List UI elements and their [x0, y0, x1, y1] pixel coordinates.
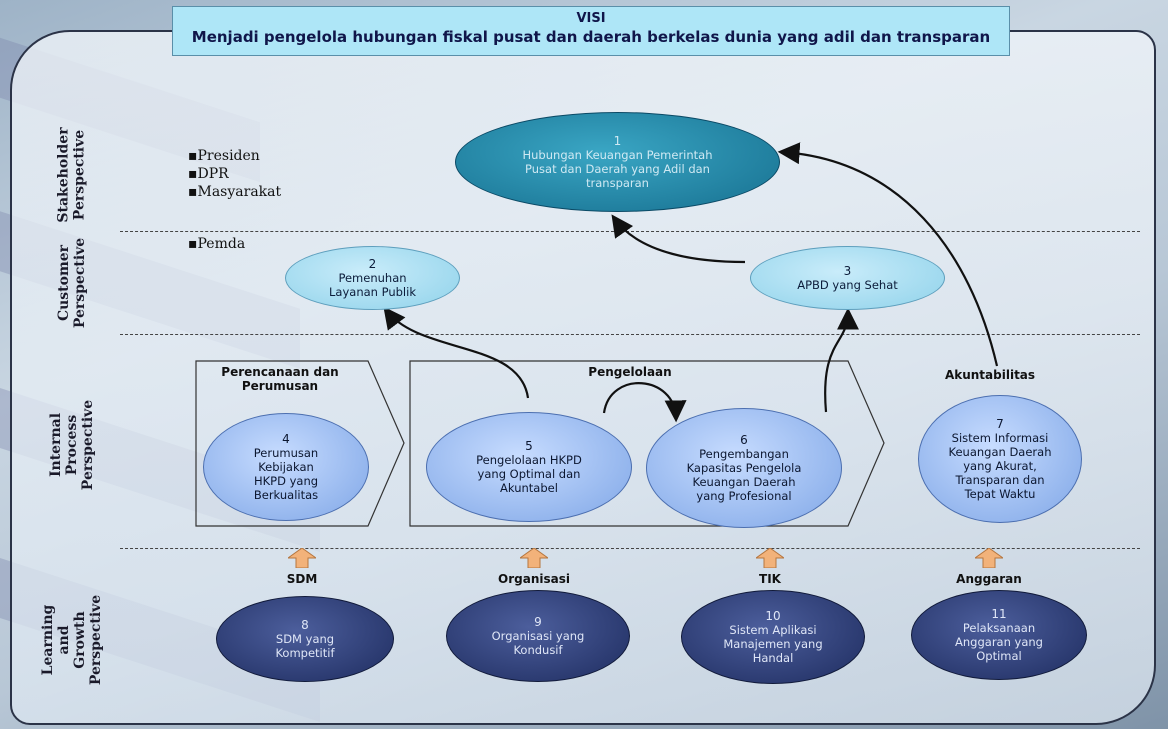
divider-customer-internal	[120, 334, 1140, 335]
arrow-6-to-3	[824, 307, 859, 413]
divider-internal-learning	[120, 548, 1140, 549]
up-arrow-anggaran	[975, 548, 1003, 568]
up-arrow-organisasi	[520, 548, 548, 568]
vision-statement: Menjadi pengelola hubungan fiskal pusat …	[191, 28, 991, 46]
group-management-label: Pengelolaan	[588, 365, 672, 379]
up-arrow-sdm	[288, 548, 316, 568]
arrow-3-to-1	[611, 214, 746, 264]
learning-label-sdm: SDM	[286, 572, 318, 586]
planning-frame	[195, 360, 405, 527]
stakeholder-dpr: ▪DPR	[188, 166, 229, 182]
group-planning-label: Perencanaan dan Perumusan	[221, 365, 339, 393]
arrow-5-to-6	[602, 382, 687, 423]
objective-3: 3 APBD yang Sehat	[750, 246, 945, 310]
arrow-7-to-1	[777, 142, 999, 367]
stakeholder-presiden: ▪Presiden	[188, 148, 260, 164]
learning-label-anggaran: Anggaran	[956, 572, 1022, 586]
up-arrow-tik	[756, 548, 784, 568]
learning-label-tik: TIK	[759, 572, 781, 586]
group-accountability-label: Akuntabilitas	[944, 368, 1036, 382]
learning-label-organisasi: Organisasi	[498, 572, 570, 586]
customer-pemda: ▪Pemda	[188, 236, 246, 252]
vision-box: VISI Menjadi pengelola hubungan fiskal p…	[172, 6, 1010, 56]
stakeholder-masyarakat: ▪Masyarakat	[188, 184, 282, 200]
vision-label: VISI	[576, 11, 606, 26]
management-frame	[409, 360, 885, 527]
arrow-5-to-2	[383, 306, 530, 399]
